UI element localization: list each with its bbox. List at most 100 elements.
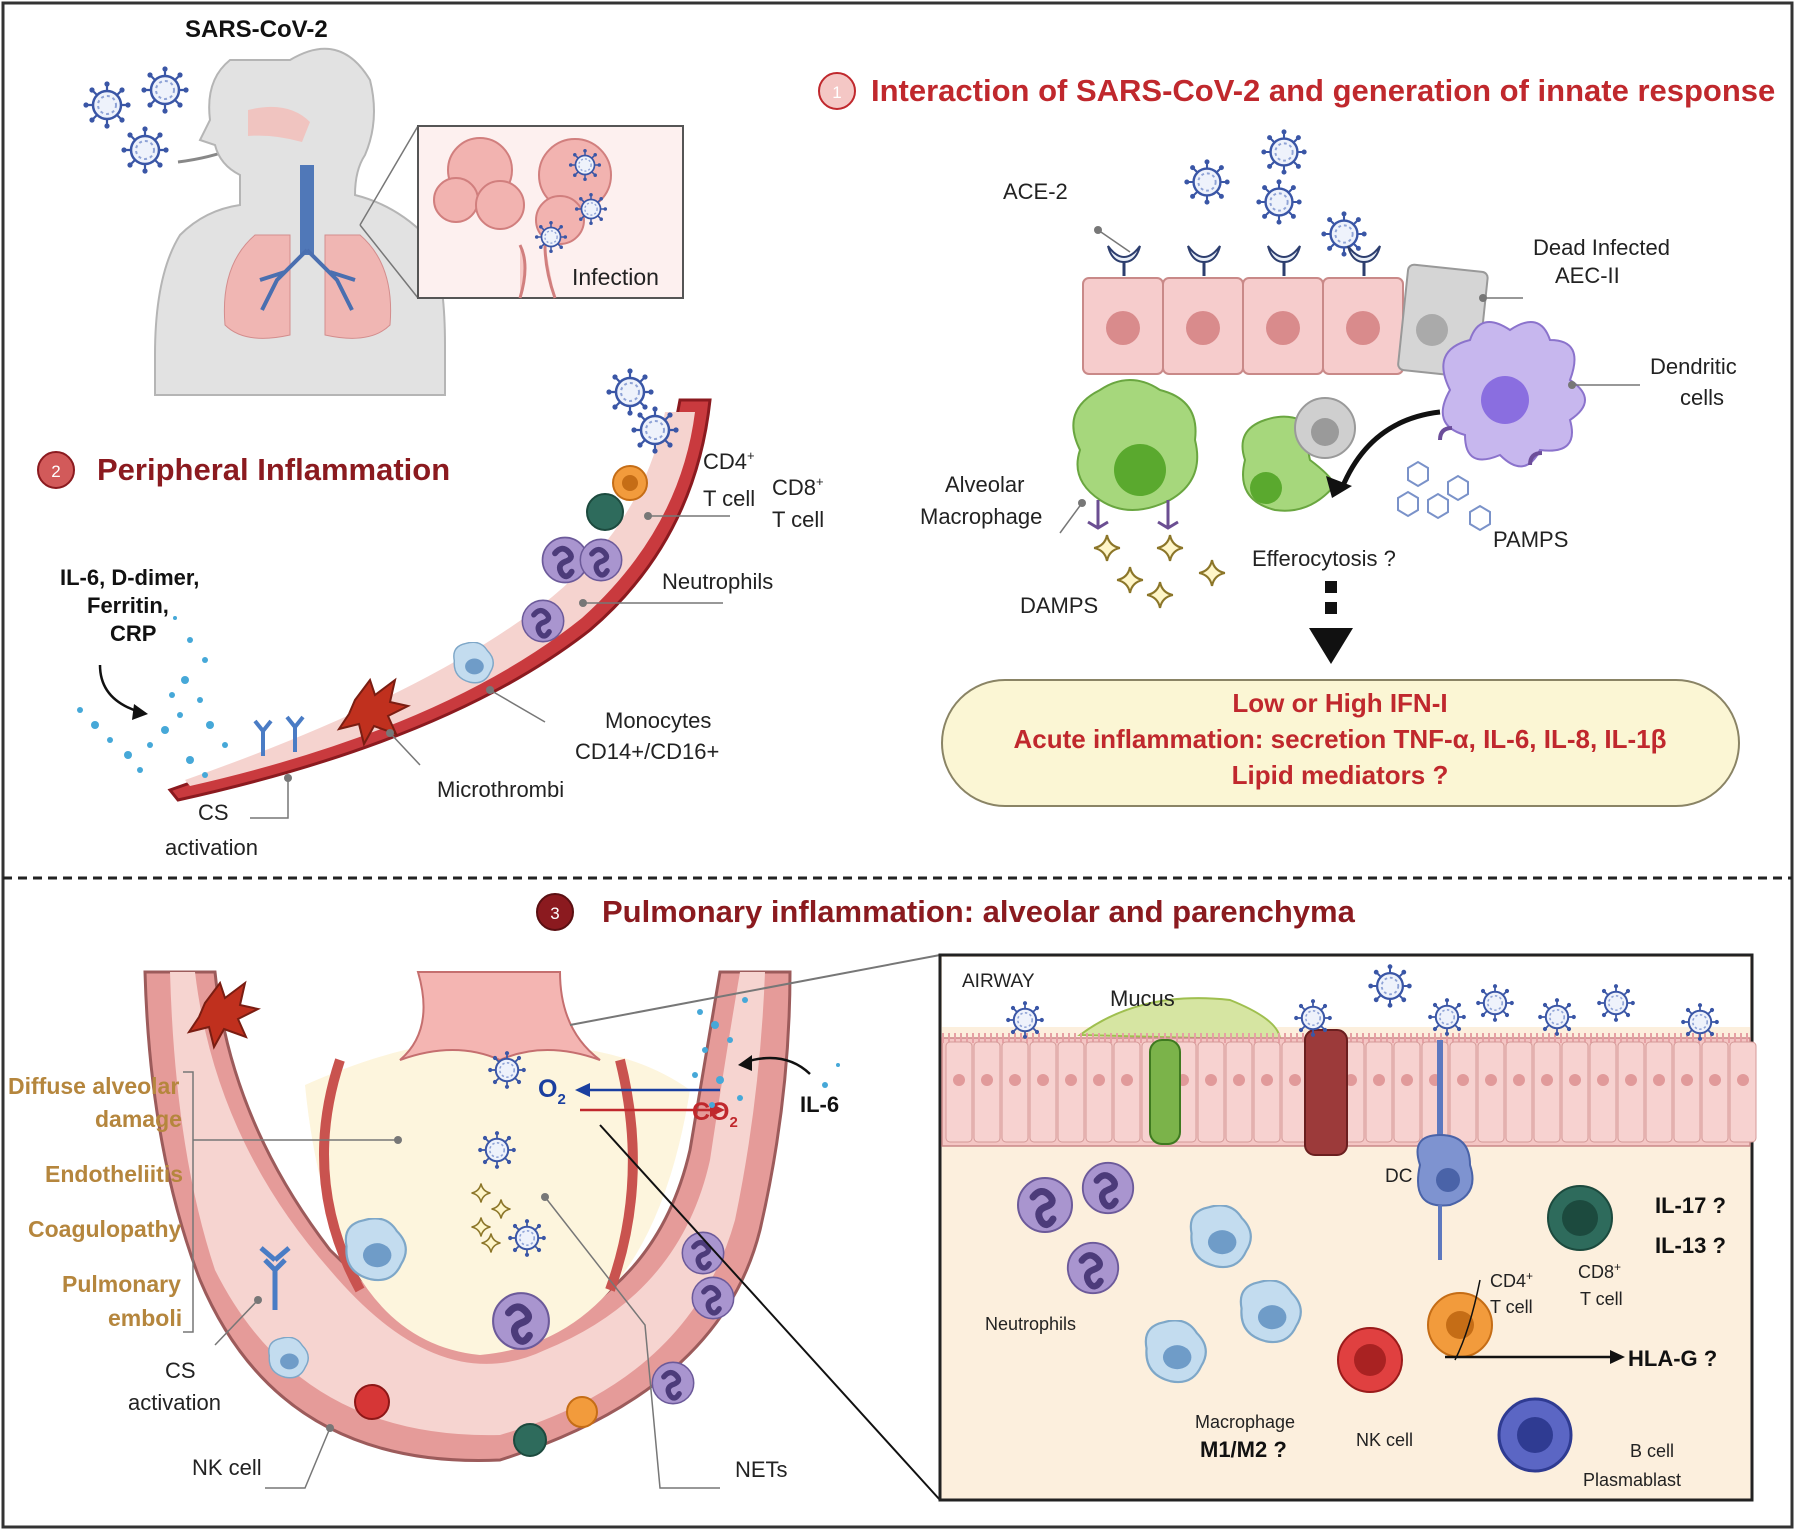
virus-icon	[487, 1050, 527, 1090]
epithelial-nucleus	[1289, 1074, 1301, 1086]
section-1-title: Interaction of SARS-CoV-2 and generation…	[871, 73, 1775, 108]
leader-dot	[486, 686, 494, 694]
cd4-cell	[566, 1396, 598, 1428]
monocytes-label-2: CD14+/CD16+	[575, 739, 719, 764]
damps-spark-icon	[1116, 566, 1144, 594]
epithelial-layer	[1082, 263, 1489, 379]
airway-cd4-text: CD4	[1490, 1271, 1526, 1291]
neutrophil-cell	[1018, 1178, 1072, 1232]
epithelial-nucleus	[1513, 1074, 1525, 1086]
virus-icon	[1596, 983, 1636, 1023]
arrow-down-icon	[1309, 628, 1353, 664]
epithelial-cells	[945, 1041, 1757, 1143]
leader-line	[1059, 502, 1083, 534]
nets-label: NETs	[735, 1457, 788, 1482]
airway-nk-label: NK cell	[1356, 1430, 1413, 1450]
section-3-badge	[536, 893, 574, 931]
nk-cell	[354, 1384, 390, 1420]
epithelial-cell	[1113, 1041, 1141, 1143]
airway-cd8-text: CD8	[1578, 1262, 1614, 1282]
epithelial-nucleus	[953, 1074, 965, 1086]
airway-neutrophils-label: Neutrophils	[985, 1314, 1076, 1334]
neutrophil-cell	[522, 600, 563, 641]
o2-text: O	[538, 1075, 557, 1103]
neutrophil-cell	[652, 1362, 693, 1403]
epithelial-nucleus	[1625, 1074, 1637, 1086]
epithelial-cell	[1589, 1041, 1617, 1143]
hlag-label: HLA-G ?	[1628, 1346, 1717, 1371]
cd4-label: CD4+	[703, 448, 755, 474]
co2-text: CO	[692, 1098, 730, 1126]
epithelial-nucleus	[1233, 1074, 1245, 1086]
leader-dot	[1078, 499, 1086, 507]
airway-cd4-sup: +	[1526, 1269, 1533, 1283]
airway-cd4-label-2: T cell	[1490, 1297, 1533, 1317]
virus-icon	[1537, 997, 1577, 1037]
zoom-line	[359, 125, 419, 226]
il6-dots	[692, 997, 840, 1108]
airway-cd8-label-2: T cell	[1580, 1289, 1623, 1309]
epithelial-nucleus	[1569, 1074, 1581, 1086]
leader-dot	[1094, 226, 1102, 234]
human-torso	[154, 47, 446, 396]
alveolus-diagram	[143, 970, 792, 1462]
o2-label: O2	[538, 1075, 566, 1108]
arrow-head-icon	[1326, 476, 1352, 498]
efferocytosis-label: Efferocytosis ?	[1252, 546, 1396, 571]
damps-spark-icon	[1198, 559, 1226, 587]
cd8-label-text: CD8	[772, 475, 816, 500]
biomarker-dots	[77, 616, 228, 778]
bcell-label-2: Plasmablast	[1583, 1470, 1681, 1490]
cd4-label-2: T cell	[703, 486, 755, 511]
arrow-head-icon	[1610, 1350, 1625, 1364]
alveolar-label: Alveolar	[945, 472, 1024, 497]
epithelial-nucleus	[1037, 1074, 1049, 1086]
leader-dot	[386, 729, 394, 737]
monocytes-label: Monocytes	[605, 708, 711, 733]
airway-dendritic-cell	[1416, 1040, 1474, 1260]
virus-icon	[1255, 178, 1303, 226]
epithelial-nucleus	[1205, 1074, 1217, 1086]
virus-icon	[1005, 1000, 1045, 1040]
virus-icon	[82, 80, 132, 130]
microthrombi-label: Microthrombi	[437, 777, 564, 802]
virus-title: SARS-CoV-2	[185, 16, 328, 43]
outcome-inflammation: Acute inflammation: secretion TNF-α, IL-…	[1013, 724, 1666, 754]
leader-dot	[1479, 294, 1487, 302]
epithelial-cell	[1001, 1041, 1029, 1143]
complement-receptors	[253, 715, 305, 756]
leader-dot	[394, 1136, 402, 1144]
coagulopathy-label: Coagulopathy	[28, 1216, 182, 1242]
cd8-cell	[586, 493, 624, 531]
pamps-label: PAMPS	[1493, 527, 1568, 552]
epithelial-cell	[1505, 1041, 1533, 1143]
markers-label-2: Ferritin,	[87, 593, 169, 618]
section-1-badge	[818, 72, 856, 110]
diffuse-label-2: damage	[95, 1106, 182, 1132]
microthrombi-cluster	[336, 677, 411, 747]
ace2-receptor-icon	[1186, 244, 1222, 278]
co2-sub: 2	[730, 1114, 738, 1131]
virus-icon	[574, 192, 608, 226]
virus-icon	[120, 125, 170, 175]
dashed-arrow-segment	[1325, 581, 1337, 593]
cs-label-2: activation	[128, 1390, 221, 1415]
epithelial-nucleus	[1653, 1074, 1665, 1086]
efferocytosis-arrow	[1339, 409, 1441, 489]
zoom-line	[359, 224, 419, 299]
dendritic-label-2: cells	[1680, 385, 1724, 410]
il6-arrow	[744, 1056, 811, 1075]
b-cell-nucleus	[1517, 1417, 1553, 1453]
epithelial-cell	[1617, 1041, 1645, 1143]
neutrophil-cell	[1068, 1243, 1118, 1293]
alveolar-label-2: Macrophage	[920, 504, 1042, 529]
epithelial-nucleus	[1065, 1074, 1077, 1086]
dendritic-label: Dendritic	[1650, 354, 1737, 379]
leader-dot	[326, 1424, 334, 1432]
cd8-cell	[513, 1423, 547, 1457]
ace2-label: ACE-2	[1003, 179, 1068, 204]
epithelial-cell	[1029, 1041, 1057, 1143]
neutrophil-cell	[692, 1277, 733, 1318]
virus-icon	[477, 1130, 517, 1170]
mucus-label: Mucus	[1110, 986, 1175, 1011]
